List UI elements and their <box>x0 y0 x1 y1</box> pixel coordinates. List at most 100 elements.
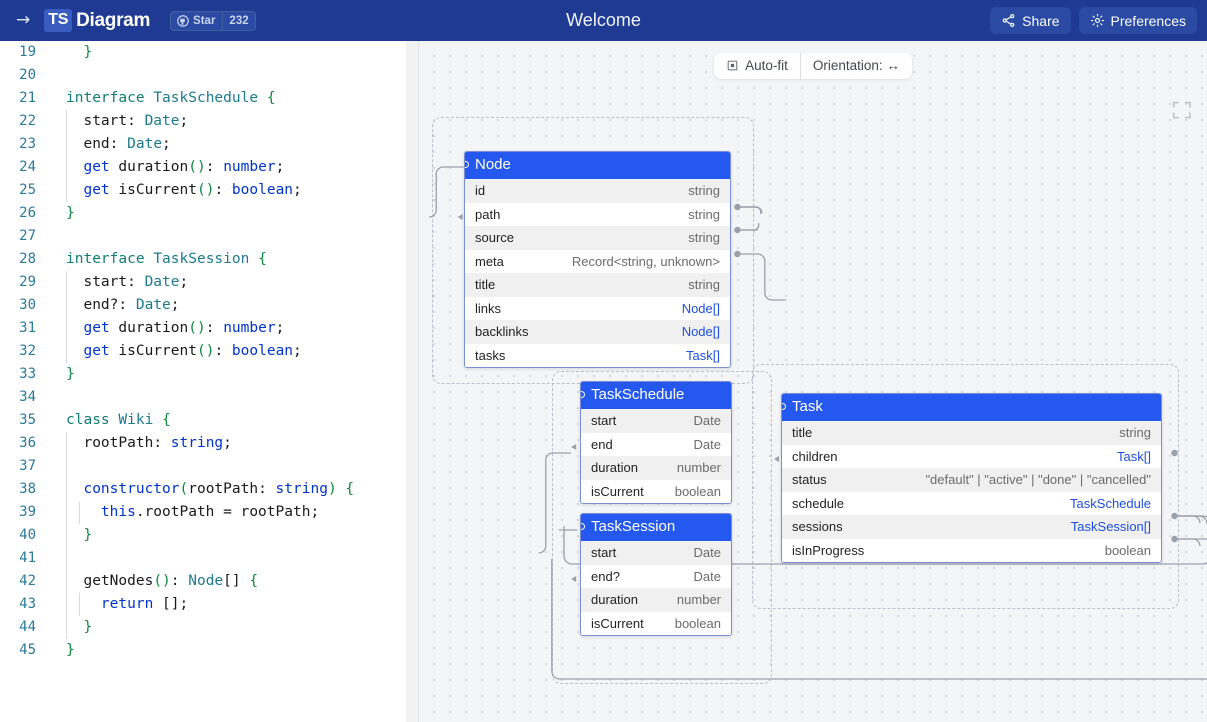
fullscreen-icon[interactable] <box>1171 99 1193 121</box>
preferences-button[interactable]: Preferences <box>1078 7 1197 34</box>
field-type[interactable]: Task[] <box>1117 448 1151 464</box>
brand-logo[interactable]: TS Diagram <box>44 9 150 32</box>
indent-guide <box>66 547 67 570</box>
diagram-canvas[interactable]: Auto-fit Orientation: ↔ <box>419 41 1207 722</box>
code-line[interactable]: 25 get isCurrent(): boolean; <box>0 179 418 202</box>
code-token: TaskSession <box>153 251 250 267</box>
code-line[interactable]: 27 <box>0 225 418 248</box>
code-token: string <box>275 481 328 497</box>
code-token: ( <box>179 481 189 497</box>
field-type: string <box>688 183 720 199</box>
entity-input-port[interactable] <box>465 161 469 168</box>
field-type[interactable]: Node[] <box>681 324 720 340</box>
code-line[interactable]: 40 } <box>0 524 418 547</box>
code-line[interactable]: 33} <box>0 363 418 386</box>
code-line[interactable]: 45} <box>0 639 418 662</box>
indent-guide <box>79 501 80 524</box>
entity-input-port[interactable] <box>782 403 786 410</box>
code-line[interactable]: 20 <box>0 64 418 87</box>
code-line[interactable]: 44 } <box>0 616 418 639</box>
code-token: [] <box>223 573 241 589</box>
auto-fit-button[interactable]: Auto-fit <box>714 53 800 79</box>
entity-field-row[interactable]: status"default" | "active" | "done" | "c… <box>782 468 1161 492</box>
entity-field-row[interactable]: end?Date <box>581 564 731 588</box>
code-line[interactable]: 37 <box>0 455 418 478</box>
code-text <box>46 455 67 478</box>
indent-guide <box>66 478 67 501</box>
code-line[interactable]: 26} <box>0 202 418 225</box>
preferences-label: Preferences <box>1110 12 1186 29</box>
code-line[interactable]: 22 start: Date; <box>0 110 418 133</box>
code-line[interactable]: 24 get duration(): number; <box>0 156 418 179</box>
orientation-button[interactable]: Orientation: ↔ <box>801 53 912 79</box>
entity-title-tasksession[interactable]: TaskSession <box>581 514 731 541</box>
field-name: status <box>792 472 827 488</box>
entity-title-taskschedule[interactable]: TaskSchedule <box>581 382 731 409</box>
field-type[interactable]: Node[] <box>681 300 720 316</box>
share-button[interactable]: Share <box>990 7 1071 34</box>
github-star-button[interactable]: Star <box>170 10 224 31</box>
code-token: ; <box>162 136 171 152</box>
field-type[interactable]: TaskSchedule <box>1070 495 1151 511</box>
code-line[interactable]: 29 start: Date; <box>0 271 418 294</box>
field-type: boolean <box>674 483 721 499</box>
code-text: constructor(rootPath: string) { <box>46 478 354 501</box>
entity-title-node[interactable]: Node <box>465 152 730 179</box>
code-token: get <box>83 343 110 359</box>
code-token: Date <box>144 274 180 290</box>
field-type[interactable]: Task[] <box>686 347 720 363</box>
code-line[interactable]: 32 get isCurrent(): boolean; <box>0 340 418 363</box>
code-token: : <box>205 159 224 175</box>
editor-scrollbar[interactable] <box>406 41 418 722</box>
code-line[interactable]: 31 get duration(): number; <box>0 317 418 340</box>
code-line[interactable]: 34 <box>0 386 418 409</box>
indent-guide <box>66 179 67 202</box>
line-number: 44 <box>19 619 36 635</box>
github-star-badge[interactable]: Star 232 <box>170 10 256 31</box>
code-line[interactable]: 43 return []; <box>0 593 418 616</box>
code-line[interactable]: 30 end?: Date; <box>0 294 418 317</box>
entity-title-task[interactable]: Task <box>782 394 1161 421</box>
code-line[interactable]: 38 constructor(rootPath: string) { <box>0 478 418 501</box>
code-line[interactable]: 42 getNodes(): Node[] { <box>0 570 418 593</box>
code-line[interactable]: 39 this.rootPath = rootPath; <box>0 501 418 524</box>
field-type[interactable]: TaskSession[] <box>1070 519 1151 535</box>
code-token <box>66 527 83 543</box>
code-line[interactable]: 41 <box>0 547 418 570</box>
entity-input-port[interactable] <box>581 391 585 398</box>
code-line[interactable]: 23 end: Date; <box>0 133 418 156</box>
code-line[interactable]: 36 rootPath: string; <box>0 432 418 455</box>
code-text: return []; <box>46 593 188 616</box>
code-line[interactable]: 19 } <box>0 41 418 64</box>
back-arrow-icon[interactable]: → <box>16 10 31 30</box>
